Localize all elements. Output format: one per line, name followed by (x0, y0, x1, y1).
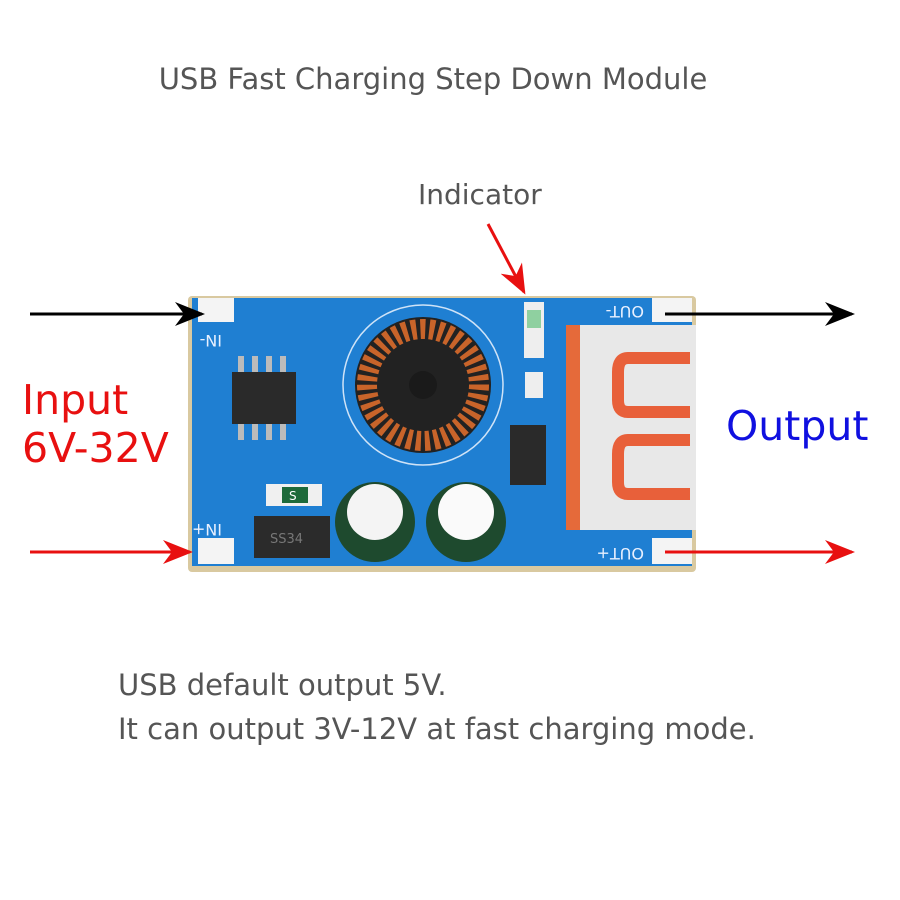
pad-label-out-plus: OUT+ (597, 544, 644, 563)
indicator-arrow (486, 223, 526, 295)
svg-text:SS34: SS34 (270, 532, 303, 547)
pad-label-in-plus: IN+ (192, 520, 222, 539)
pad-out-minus (652, 298, 692, 322)
output-label: Output (726, 402, 869, 450)
input-voltage-range: 6V-32V (22, 424, 169, 472)
pcb-board: IN- IN+ OUT- OUT+ SS34 S (188, 296, 696, 572)
note-fast-charging: It can output 3V-12V at fast charging mo… (118, 712, 756, 746)
indicator-label: Indicator (418, 178, 542, 211)
diode (510, 425, 546, 485)
page-title: USB Fast Charging Step Down Module (158, 62, 708, 96)
pad-in-plus (198, 538, 234, 564)
pad-in-minus (198, 298, 234, 322)
svg-text:S: S (289, 489, 297, 503)
input-title: Input (22, 376, 129, 424)
pad-label-in-minus: IN- (200, 331, 222, 350)
schottky-diode (254, 516, 330, 558)
note-default-output: USB default output 5V. (118, 668, 447, 702)
input-label: Input 6V-32V (22, 376, 169, 472)
pad-label-out-minus: OUT- (606, 302, 644, 321)
ic-chip (232, 372, 296, 424)
